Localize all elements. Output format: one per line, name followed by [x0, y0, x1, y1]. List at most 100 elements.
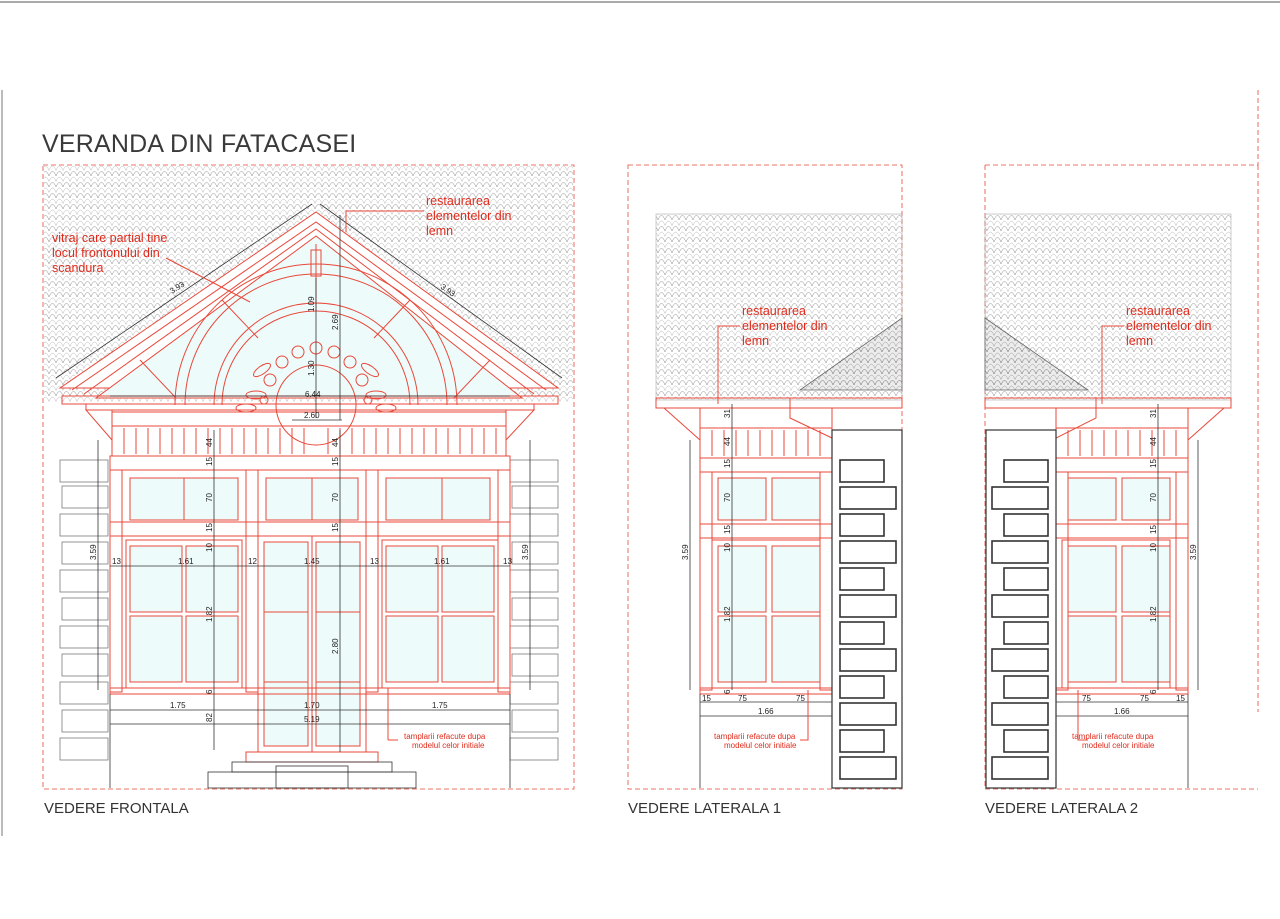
dim-label: 6: [1149, 689, 1158, 694]
front-note-restaurarea: restaurarea elementelor din lemn: [345, 194, 512, 238]
sheet-frame: [0, 1, 1280, 836]
dim-label: 13: [370, 557, 379, 566]
dim-label: 75: [738, 694, 747, 703]
side-1-note-tamplarii: tamplarii refacute dupa modelul celor in…: [714, 732, 797, 750]
side-2-note-tamplarii: tamplarii refacute dupa modelul celor in…: [1072, 732, 1155, 750]
note-line: tamplarii refacute dupa: [714, 732, 796, 741]
dim-label: 44: [205, 438, 214, 447]
frieze-balusters: [123, 428, 497, 454]
dim-label: 10: [1149, 543, 1158, 552]
note-line: lemn: [1126, 334, 1153, 348]
front-note-vitraj: vitraj care partial tine locul frontonul…: [52, 231, 251, 303]
stone-pillar: [985, 429, 1057, 789]
dim-label: 3.59: [1189, 544, 1198, 560]
side-1-dimensions: [689, 404, 832, 741]
dim-label: 15: [331, 523, 340, 532]
side-1-dimension-labels: 31 44 15 70 15 10 3.59 1.82 6 15 75 75 1…: [681, 409, 805, 716]
dim-label: 1.82: [723, 606, 732, 622]
dim-label: 75: [1082, 694, 1091, 703]
front-note-tamplarii: tamplarii refacute dupa modelul celor in…: [404, 732, 486, 750]
note-line: scandura: [52, 261, 103, 275]
front-view-caption: VEDERE FRONTALA: [44, 800, 189, 817]
dim-label: 15: [1149, 525, 1158, 534]
note-line: restaurarea: [742, 304, 806, 318]
note-line: restaurarea: [1126, 304, 1190, 318]
roof-hip: [984, 317, 1090, 391]
dim-label: 44: [723, 437, 732, 446]
dim-label: 15: [723, 459, 732, 468]
dim-label: 6.44: [305, 390, 321, 399]
dim-label: 15: [1176, 694, 1185, 703]
dim-label: 44: [331, 438, 340, 447]
stone-pillar: [831, 429, 903, 789]
dim-label: 2.60: [304, 411, 320, 420]
dim-label: 1.75: [170, 701, 186, 710]
dim-label: 2.80: [331, 638, 340, 654]
pediment: [58, 211, 560, 446]
side-1-note-restaurarea: restaurarea elementelor din lemn: [717, 304, 828, 404]
side-view-1-caption: VEDERE LATERALA 1: [628, 800, 781, 817]
dim-label: 70: [331, 493, 340, 502]
dim-label: 3.59: [521, 544, 530, 560]
note-line: tamplarii refacute dupa: [404, 732, 486, 741]
front-view-frame: [42, 164, 575, 790]
dim-label: 10: [205, 543, 214, 552]
dim-label: 15: [723, 525, 732, 534]
dim-label: 1.75: [432, 701, 448, 710]
dim-label: 82: [205, 713, 214, 722]
side-2-note-restaurarea: restaurarea elementelor din lemn: [1101, 304, 1212, 404]
note-line: vitraj care partial tine: [52, 231, 167, 245]
dim-label: 15: [702, 694, 711, 703]
note-line: restaurarea: [426, 194, 490, 208]
dim-label: 1.45: [304, 557, 320, 566]
roof-hip: [798, 317, 903, 391]
side-2-dimension-labels: 31 44 15 70 15 10 3.59 1.82 6 75 75 15 1…: [1082, 409, 1198, 716]
dim-label: 44: [1149, 437, 1158, 446]
side-view-2: 31 44 15 70 15 10 3.59 1.82 6 75 75 15 1…: [984, 164, 1259, 817]
dim-label: 75: [796, 694, 805, 703]
front-facade: [109, 455, 511, 789]
dim-label: 3.59: [89, 544, 98, 560]
dim-label: 6: [205, 689, 214, 694]
note-line: tamplarii refacute dupa: [1072, 732, 1154, 741]
cornice: [61, 395, 559, 457]
dim-label: 2.69: [331, 314, 340, 330]
dim-label: 12: [248, 557, 257, 566]
note-line: modelul celor initiale: [724, 741, 797, 750]
note-line: modelul celor initiale: [1082, 741, 1155, 750]
dim-label: 15: [205, 457, 214, 466]
note-line: modelul celor initiale: [412, 741, 485, 750]
dim-label: 31: [1149, 409, 1158, 418]
front-dimension-labels: 3.93 3.93 1.09 2.69 1.30 6.44 2.60 44 44…: [89, 279, 530, 724]
dim-label: 15: [205, 523, 214, 532]
dim-label: 75: [1140, 694, 1149, 703]
note-line: elementelor din: [426, 209, 512, 223]
dim-label: 1.82: [1149, 606, 1158, 622]
dim-label: 31: [723, 409, 732, 418]
dim-label: 13: [112, 557, 121, 566]
dim-label: 1.70: [304, 701, 320, 710]
stone-wall-right: [509, 459, 559, 761]
dim-label: 1.30: [307, 360, 316, 376]
side-2-dimensions: [1056, 404, 1199, 741]
dim-label: 5.19: [304, 715, 320, 724]
dim-label: 1.61: [178, 557, 194, 566]
dim-label: 15: [331, 457, 340, 466]
note-line: lemn: [426, 224, 453, 238]
dim-label: 1.09: [307, 296, 316, 312]
dim-label: 13: [503, 557, 512, 566]
page-title: VERANDA DIN FATACASEI: [42, 130, 356, 158]
dim-label: 10: [723, 543, 732, 552]
dim-label: 1.66: [758, 707, 774, 716]
frieze-balusters: [1067, 430, 1177, 456]
dim-label: 6: [723, 689, 732, 694]
dim-label: 15: [1149, 459, 1158, 468]
dim-label: 70: [205, 493, 214, 502]
note-line: locul frontonului din: [52, 246, 160, 260]
dim-label: 1.61: [434, 557, 450, 566]
frieze-balusters: [711, 430, 821, 456]
stone-wall-left: [44, 430, 109, 788]
side-view-2-caption: VEDERE LATERALA 2: [985, 800, 1138, 817]
dim-label: 1.82: [205, 606, 214, 622]
